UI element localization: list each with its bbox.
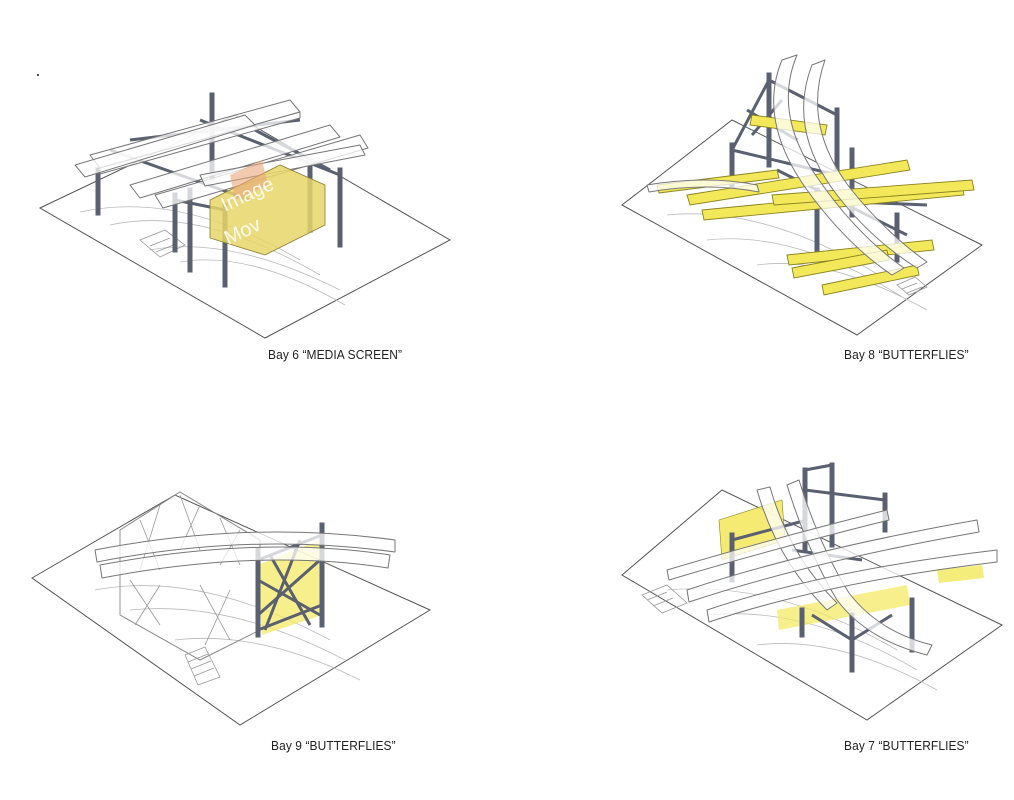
bay7-drawing: Bay 7 “BUTTERFLIES” (507, 400, 1014, 800)
bay8-curved-beams (646, 54, 928, 276)
bay6-drawing: Image Mov Bay 6 “MEDIA SCREEN” (0, 0, 507, 380)
bay7-caption: Bay 7 “BUTTERFLIES” (844, 738, 969, 753)
stray-mark (37, 74, 39, 76)
bay9-ground-plane (31, 494, 432, 726)
bay6-roof-beams (74, 99, 369, 209)
bay9-caption: Bay 9 “BUTTERFLIES” (271, 738, 396, 753)
bay8-ground-plane (621, 119, 983, 336)
bay7-curved-beams (666, 479, 998, 656)
bay9-drawing: Bay 9 “BUTTERFLIES” (0, 400, 507, 800)
bay6-caption: Bay 6 “MEDIA SCREEN” (268, 347, 403, 362)
bay9-curved-beams (94, 531, 396, 579)
bay8-drawing: Bay 8 “BUTTERFLIES” (507, 0, 1014, 380)
bay8-caption: Bay 8 “BUTTERFLIES” (844, 347, 969, 362)
